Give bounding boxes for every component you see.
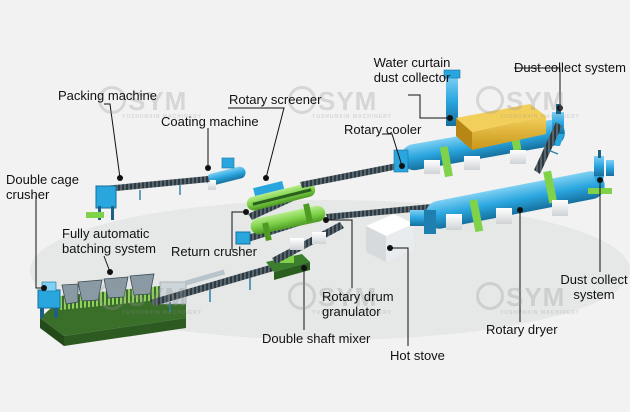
label-rotary-cooler: Rotary cooler xyxy=(344,122,422,137)
belt-to-cooler xyxy=(300,162,404,188)
label-rotary-dryer: Rotary dryer xyxy=(486,322,558,337)
label-double-cage-line2: crusher xyxy=(6,187,50,202)
label-drum-granulator-line1: Rotary drum xyxy=(322,289,394,304)
label-water-curtain-line1: Water curtain xyxy=(373,55,451,70)
label-dust-collect-right-line1: Dust collect xyxy=(560,272,628,287)
watermark-logo: SYM YUSHUNXIN MACHINERY xyxy=(98,282,202,316)
label-batching-line1: Fully automatic xyxy=(62,226,150,241)
label-dust-collect-right-line2: system xyxy=(573,287,615,302)
coating-machine xyxy=(206,157,246,190)
label-double-cage-crusher: Double cage crusher xyxy=(6,172,79,202)
watermark-logo: SYM YUSHUNXIN MACHINERY xyxy=(98,86,202,120)
label-coating-machine: Coating machine xyxy=(161,114,259,129)
label-rotary-screener: Rotary screener xyxy=(229,92,322,107)
belt-to-dryer xyxy=(326,204,434,220)
label-packing-machine: Packing machine xyxy=(58,88,157,103)
label-double-shaft-mixer: Double shaft mixer xyxy=(262,331,371,346)
label-water-curtain-line2: dust collector xyxy=(373,70,451,85)
label-dust-collect-system-top: Dust collect system xyxy=(514,60,626,75)
water-curtain-dust-collector xyxy=(443,69,546,150)
label-rotary-drum-granulator: Rotary drum granulator xyxy=(322,289,394,319)
rotary-dryer xyxy=(424,170,605,234)
double-shaft-mixer xyxy=(266,254,310,280)
watermark-logo: SYM YUSHUNXIN MACHINERY xyxy=(476,86,580,120)
belt-conveyor-feed xyxy=(150,262,284,312)
packing-machine xyxy=(86,176,210,220)
label-batching-line2: batching system xyxy=(62,241,156,256)
rotary-drum-granulator xyxy=(250,203,326,250)
label-double-cage-line1: Double cage xyxy=(6,172,79,187)
rotary-screener xyxy=(246,180,316,211)
label-batching-system: Fully automatic batching system xyxy=(62,226,156,256)
watermark-logo: SYM YUSHUNXIN MACHINERY xyxy=(288,86,392,120)
label-drum-granulator-line2: granulator xyxy=(322,304,381,319)
leader-dots xyxy=(41,105,603,291)
label-dust-collect-system-right: Dust collect system xyxy=(558,272,630,302)
watermark-logo: SYM YUSHUNXIN MACHINERY xyxy=(476,282,580,316)
label-return-crusher: Return crusher xyxy=(171,244,257,259)
hot-stove xyxy=(366,210,432,262)
label-hot-stove: Hot stove xyxy=(390,348,445,363)
label-water-curtain-dust-collector: Water curtain dust collector xyxy=(364,55,460,85)
watermark-logo: SYM YUSHUNXIN MACHINERY xyxy=(288,282,392,316)
